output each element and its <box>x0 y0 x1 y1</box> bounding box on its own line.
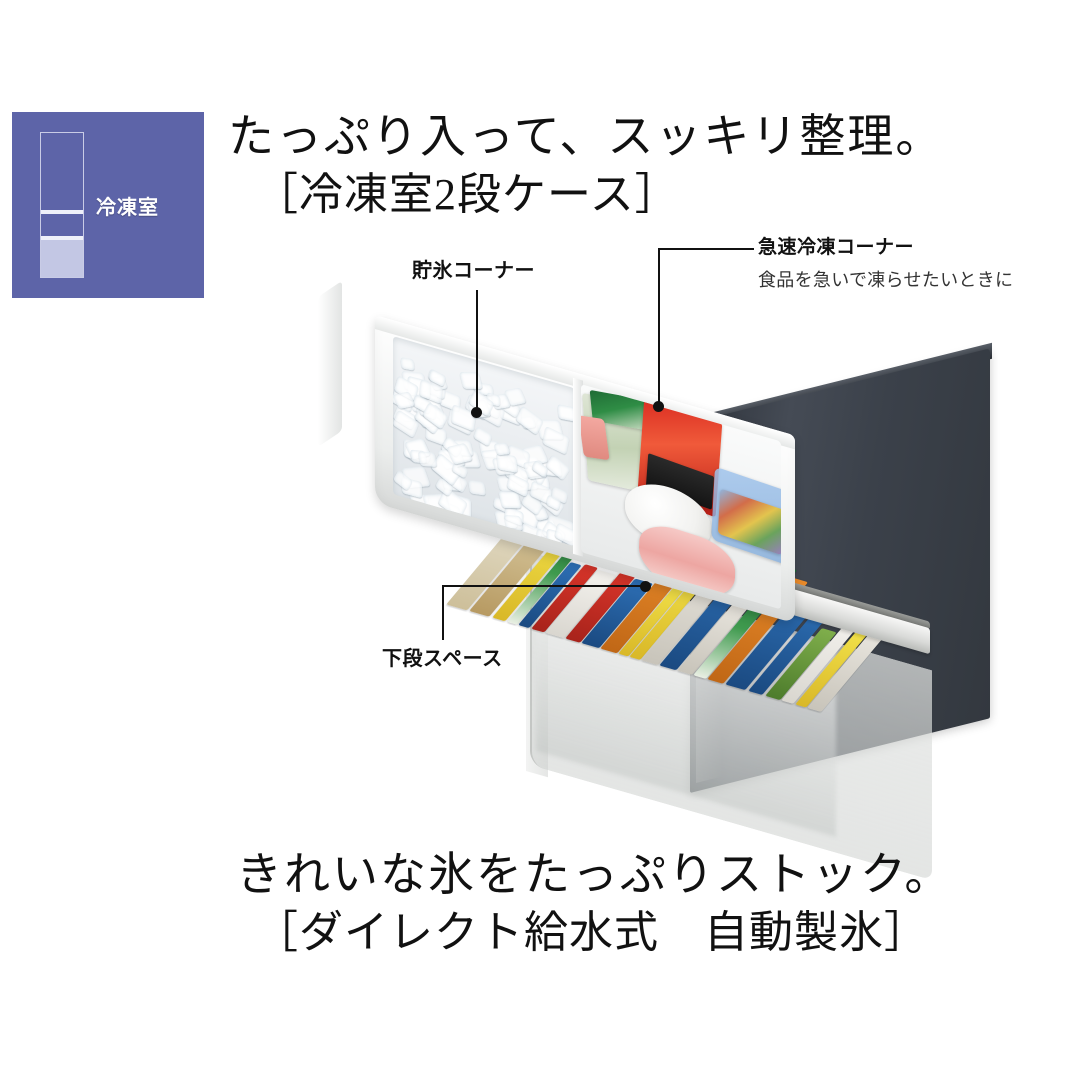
headline-line2: ［冷凍室2段ケース］ <box>254 169 680 219</box>
caption: きれいな氷をたっぷりストック。 ［ダイレクト給水式 自動製氷］ <box>236 846 1076 961</box>
callout-lowerspace-label: 下段スペース <box>382 646 503 670</box>
callout-quickfreeze-label: 急速冷凍コーナー <box>758 236 915 258</box>
fridge-diagram-icon <box>40 132 84 278</box>
leader-dot-lower <box>640 581 651 592</box>
badge-label: 冷凍室 <box>96 196 159 219</box>
ice-cube <box>495 452 518 472</box>
callout-ice-label: 貯氷コーナー <box>412 258 535 282</box>
leader-line-lower-h <box>442 585 645 587</box>
leader-line-quick-v <box>658 248 660 406</box>
fridge-segment-top <box>41 133 83 214</box>
leader-line-quick-h <box>658 248 754 250</box>
fridge-segment-bottom-highlight <box>41 239 83 277</box>
product-photo <box>318 255 1050 881</box>
headline: たっぷり入って、スッキリ整理。 ［冷凍室2段ケース］ <box>228 108 1068 223</box>
tray-front-wall <box>318 280 342 447</box>
ice-cube <box>459 372 483 389</box>
ice-cube <box>542 425 570 455</box>
leader-line-ice <box>476 290 478 412</box>
ice-cube <box>467 479 486 495</box>
leader-dot-quick <box>653 401 664 412</box>
leader-dot-ice <box>471 407 482 418</box>
caption-line2: ［ダイレクト給水式 自動製氷］ <box>254 907 929 957</box>
fridge-segment-middle <box>41 214 83 240</box>
leader-line-lower-v <box>442 585 444 640</box>
headline-line1: たっぷり入って、スッキリ整理。 <box>228 111 944 162</box>
compartment-badge: 冷凍室 <box>12 112 204 298</box>
caption-line1: きれいな氷をたっぷりストック。 <box>236 849 953 900</box>
ice-cube <box>417 450 438 467</box>
ice-cube <box>400 356 415 371</box>
callout-quickfreeze-sub: 食品を急いで凍らせたいときに <box>758 270 1014 291</box>
